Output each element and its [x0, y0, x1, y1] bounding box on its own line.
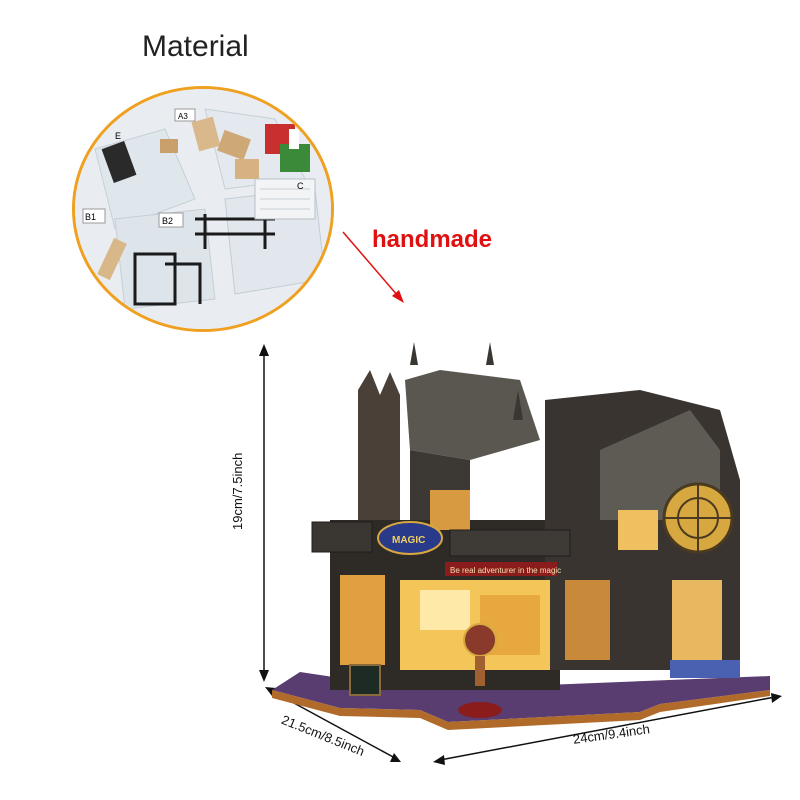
- handmade-label: handmade: [372, 226, 493, 253]
- material-photo: A3 B1 B2 E C: [72, 86, 334, 332]
- material-title: Material: [142, 30, 249, 63]
- bag-label-e: E: [115, 131, 121, 141]
- bag-label-b2: B2: [162, 216, 173, 226]
- shop-sign: MAGIC: [392, 535, 425, 546]
- banner-text: Be real adventurer in the magic: [450, 566, 561, 575]
- bag-label-a3: A3: [178, 112, 188, 121]
- bag-label-b1: B1: [85, 212, 96, 222]
- bag-label-c: C: [297, 181, 304, 191]
